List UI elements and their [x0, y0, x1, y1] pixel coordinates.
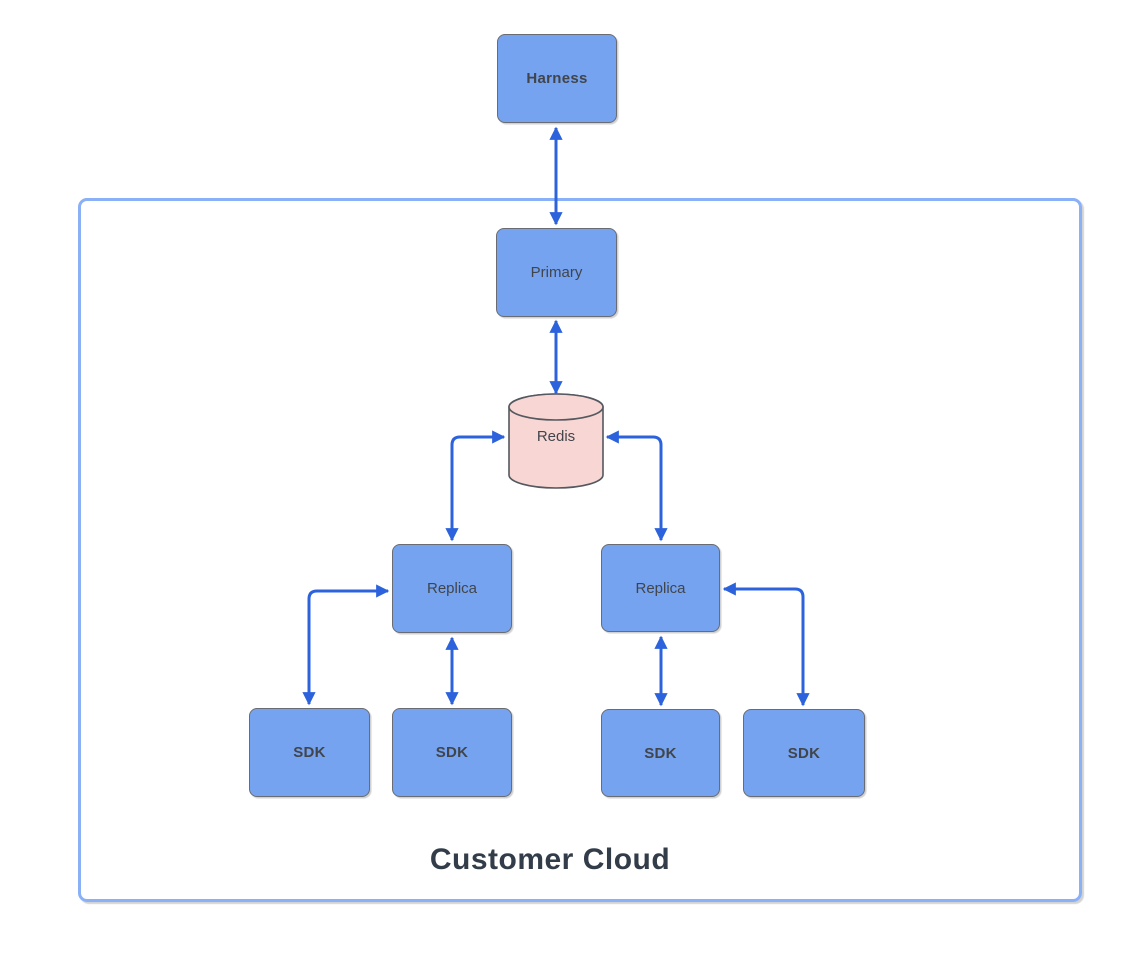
- node-redis-label: Redis: [536, 428, 576, 445]
- node-replica-right-label: Replica: [635, 579, 686, 597]
- redis-cylinder-shape: [508, 393, 604, 489]
- node-sdk-1-label: SDK: [293, 744, 326, 761]
- connector-replica-left-sdk-1: [302, 584, 390, 706]
- node-harness-label: Harness: [526, 70, 588, 87]
- node-primary: Primary: [496, 228, 617, 317]
- node-harness: Harness: [497, 34, 617, 123]
- node-sdk-3: SDK: [601, 709, 720, 797]
- node-sdk-4-label: SDK: [787, 744, 821, 762]
- connector-redis-replica-right: [605, 430, 668, 542]
- node-replica-right: Replica: [601, 544, 720, 632]
- node-primary-label: Primary: [530, 264, 583, 281]
- node-replica-left-label: Replica: [426, 580, 478, 597]
- customer-cloud-container: [78, 198, 1082, 902]
- node-sdk-2: SDK: [392, 708, 512, 797]
- connector-redis-replica-left: [445, 430, 506, 542]
- customer-cloud-label: Customer Cloud: [429, 843, 671, 876]
- node-replica-left: Replica: [392, 544, 512, 633]
- node-sdk-4: SDK: [743, 709, 865, 797]
- connector-replica-right-sdk-4: [722, 582, 810, 707]
- node-sdk-3-label: SDK: [644, 744, 677, 762]
- node-sdk-2-label: SDK: [435, 744, 469, 761]
- node-sdk-1: SDK: [249, 708, 370, 797]
